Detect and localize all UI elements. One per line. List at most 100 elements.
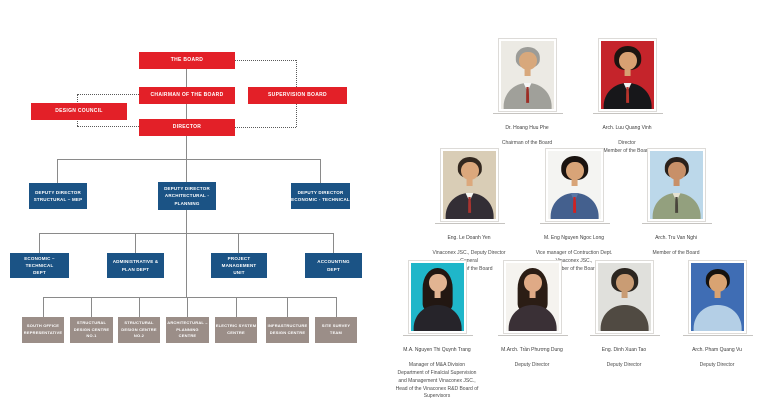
avatar-suit [413, 305, 462, 331]
portrait-photo [601, 41, 654, 109]
portrait-nguyen-ngoc-long [545, 148, 604, 222]
org-box-south-office: SOUTH OFFICE REPRESENTATIVE [22, 317, 64, 343]
person-title: Director Member of the Board [603, 140, 651, 154]
avatar-tie [572, 196, 577, 213]
photo-shadow [540, 223, 610, 224]
avatar-neck [466, 177, 473, 186]
person-title: Deputy Director [514, 362, 550, 369]
avatar-neck [624, 67, 631, 76]
connector [186, 104, 187, 119]
caption-tru-van-nghi: Arch. Tru Van Nghi Member of the Board [614, 227, 738, 266]
connector [186, 210, 187, 297]
portrait-photo [411, 263, 464, 331]
portrait-dinh-xuan-tao [595, 260, 654, 334]
caption-tran-phuong-dung: M.Arch. Trần Phương Dung Deputy Director [470, 339, 594, 378]
connector [336, 297, 337, 317]
portrait-photo [650, 151, 703, 219]
avatar-tie [625, 86, 630, 103]
caption-pham-quang-vu: Arch. Pham Quang Vu Deputy Director [655, 339, 768, 378]
org-box-deputy-architectural-planning: DEPUTY DIRECTOR ARCHITECTURAL - PLANNING [158, 182, 216, 210]
portrait-luu-quang-vinh [598, 38, 657, 112]
person-name: Dr. Hoang Huu Phe [505, 124, 549, 131]
connector [43, 297, 44, 317]
connector [186, 136, 187, 159]
avatar-face [615, 273, 634, 293]
dotted-connector [77, 126, 139, 127]
connector [57, 159, 320, 160]
org-box-deputy-economic-technical: DEPUTY DIRECTOR ECONOMIC - TECHNICAL [291, 183, 350, 209]
org-box-the-board: THE BOARD [139, 52, 235, 69]
avatar-neck [524, 67, 531, 76]
caption-luu-quang-vinh: Arch. Luu Quang Vinh Director Member of … [565, 117, 689, 164]
connector [139, 297, 140, 317]
person-name: M. Eng Nguyen Ngoc Long [543, 234, 605, 241]
person-title: Deputy Director [606, 362, 642, 369]
portrait-photo [598, 263, 651, 331]
person-name: Arch. Luu Quang Vinh [602, 124, 652, 131]
person-name: M.A. Nguyen Thi Quynh Trang [403, 346, 471, 353]
person-name: Eng. Le Doanh Yen [447, 234, 491, 241]
avatar-tie [525, 86, 530, 103]
avatar-face [565, 161, 584, 181]
photo-shadow [403, 335, 473, 336]
portrait-tru-van-nghi [647, 148, 706, 222]
portrait-photo [506, 263, 559, 331]
org-box-structural-centre-2: STRUCTURAL DESIGN CENTRE NO.2 [118, 317, 160, 343]
avatar-face [667, 161, 686, 181]
portrait-pham-quang-vu [688, 260, 747, 334]
portrait-photo [443, 151, 496, 219]
connector [39, 233, 333, 234]
org-box-chairman: CHAIRMAN OF THE BOARD [139, 87, 235, 104]
connector [320, 159, 321, 183]
org-box-project-management-unit: PROJECT MANAGEMENT UNIT [211, 253, 267, 278]
avatar-neck [621, 289, 628, 298]
avatar-face [460, 161, 479, 181]
avatar-face [708, 273, 727, 293]
connector [333, 233, 334, 253]
org-box-infrastructure-centre: INFRASTRUCTURE DESIGN CENTRE [266, 317, 309, 343]
caption-dinh-xuan-tao: Eng. Dinh Xuan Tao Deputy Director [562, 339, 686, 378]
connector [186, 69, 187, 87]
org-box-director: DIRECTOR [139, 119, 235, 136]
caption-nguyen-thi-quynh-trang: M.A. Nguyen Thi Quynh Trang Manager of M… [375, 339, 499, 409]
org-box-architectural-centre: ARCHITECTURAL – PLANNING CENTRE [166, 317, 209, 343]
org-box-economic-technical-dept: ECONOMIC – TECHNICAL DEPT [10, 253, 69, 278]
connector [39, 233, 40, 253]
portrait-photo [548, 151, 601, 219]
connector [43, 297, 336, 298]
photo-shadow [590, 335, 660, 336]
connector [187, 297, 188, 317]
photo-shadow [493, 113, 563, 114]
caption-nguyen-ngoc-long: M. Eng Nguyen Ngoc Long Vice manager of … [512, 227, 636, 281]
portrait-photo [501, 41, 554, 109]
org-box-site-survey-team: SITE SURVEY TEAM [315, 317, 357, 343]
org-box-deputy-structural-mep: DEPUTY DIRECTOR STRUCTURAL – MEP [29, 183, 87, 209]
portrait-tran-phuong-dung [503, 260, 562, 334]
portrait-photo [691, 263, 744, 331]
connector [236, 297, 237, 317]
person-name: Eng. Dinh Xuan Tao [601, 346, 647, 353]
person-title: Deputy Director [699, 362, 735, 369]
avatar-tie [467, 196, 472, 213]
person-name: Arch. Tru Van Nghi [655, 234, 697, 241]
photo-shadow [498, 335, 568, 336]
avatar-suit [508, 305, 557, 331]
connector [91, 297, 92, 317]
photo-shadow [642, 223, 712, 224]
avatar-neck [714, 289, 721, 298]
connector [287, 297, 288, 317]
portrait-nguyen-thi-quynh-trang [408, 260, 467, 334]
connector [135, 233, 136, 253]
avatar-suit [600, 305, 649, 331]
avatar-neck [571, 177, 578, 186]
avatar-face [523, 273, 542, 293]
avatar-neck [434, 289, 441, 298]
connector [57, 159, 58, 183]
person-title: Manager of M&A Division Department of Fi… [395, 362, 479, 400]
person-name: Arch. Pham Quang Vu [692, 346, 742, 353]
portrait-le-doanh-yen [440, 148, 499, 222]
avatar-face [518, 51, 537, 71]
caption-hoang-huu-phe: Dr. Hoang Huu Phe Chairman of the Board [465, 117, 589, 156]
dotted-connector [235, 127, 296, 128]
